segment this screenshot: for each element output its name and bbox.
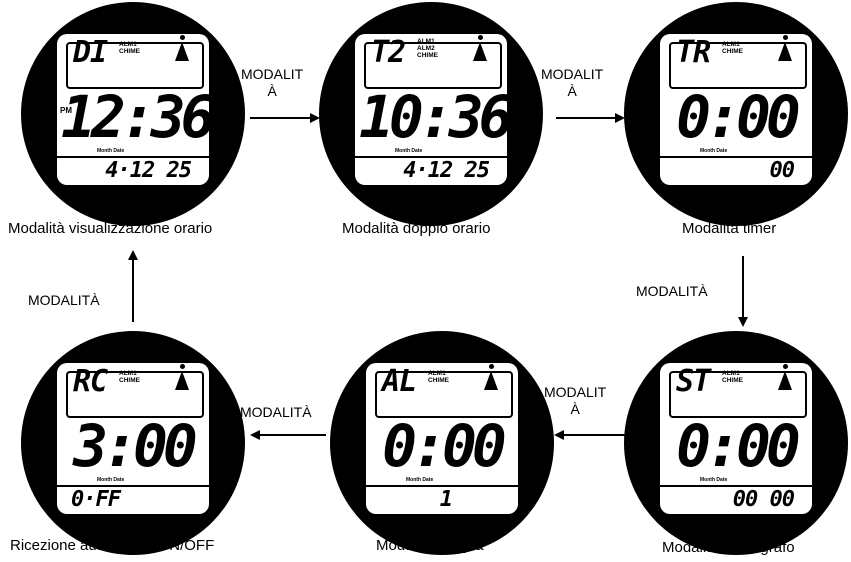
- bell-icon: [778, 364, 792, 390]
- time-digits: 0:00: [676, 83, 801, 151]
- top-panel: [669, 42, 807, 89]
- divider: [355, 156, 507, 158]
- mode-code: AL: [382, 364, 417, 399]
- caption-timer: Modalità timer: [682, 220, 777, 237]
- time-digits: 10:36: [359, 83, 514, 151]
- caption-chronograph: Modalità cronografo: [662, 539, 795, 556]
- arrow-label-3: MODALITÀ: [636, 283, 708, 299]
- bell-icon: [175, 35, 189, 61]
- bell-icon: [484, 364, 498, 390]
- bell-icon: [473, 35, 487, 61]
- date-digits: 4·12 25: [403, 158, 490, 183]
- divider: [57, 485, 209, 487]
- time-digits: 3:00: [73, 412, 198, 480]
- month-date-label: Month Date: [700, 148, 728, 154]
- month-date-label: Month Date: [395, 148, 423, 154]
- hundredths-digits: 00 00: [732, 487, 795, 512]
- caption-dual-time: Modalità doppio orario: [342, 220, 491, 237]
- arrow-label-6: MODALITÀ: [28, 292, 100, 308]
- mode-code: T2: [371, 35, 406, 70]
- bell-icon: [778, 35, 792, 61]
- time-digits: 0:00: [382, 412, 507, 480]
- time-digits: 12:36: [61, 83, 216, 151]
- month-date-label: Month Date: [700, 477, 728, 483]
- divider: [366, 485, 518, 487]
- time-digits: 0:00: [676, 412, 801, 480]
- divider: [57, 156, 209, 158]
- mode-code: ST: [676, 364, 711, 399]
- top-panel: [66, 371, 204, 418]
- pm-indicator: PM: [60, 106, 72, 115]
- month-date-label: Month Date: [406, 477, 434, 483]
- mode-code: TR: [676, 35, 711, 70]
- top-panel: [364, 42, 502, 89]
- top-panel: [669, 371, 807, 418]
- caption-alarm: Modalità sveglia: [376, 537, 484, 554]
- alarm-number: 1: [439, 487, 453, 512]
- caption-radio-reception: Ricezione automatica ON/OFF: [10, 537, 215, 554]
- arrow-label-5: MODALITÀ: [240, 404, 312, 420]
- month-date-label: Month Date: [97, 148, 125, 154]
- bell-icon: [175, 364, 189, 390]
- mode-code: DI: [73, 35, 108, 70]
- on-off-digits: 0·FF: [71, 487, 121, 512]
- caption-time-display: Modalità visualizzazione orario: [8, 220, 213, 237]
- divider: [660, 485, 812, 487]
- mode-code: RC: [73, 364, 108, 399]
- top-panel: [375, 371, 513, 418]
- top-panel: [66, 42, 204, 89]
- date-digits: 4·12 25: [105, 158, 192, 183]
- seconds-digits: 00: [769, 158, 795, 183]
- month-date-label: Month Date: [97, 477, 125, 483]
- divider: [660, 156, 812, 158]
